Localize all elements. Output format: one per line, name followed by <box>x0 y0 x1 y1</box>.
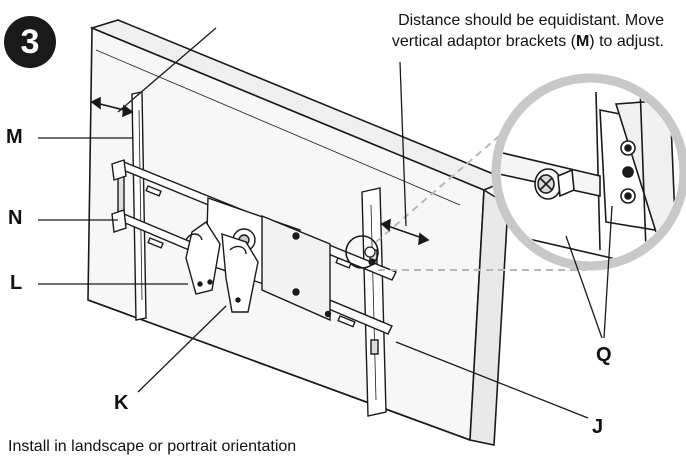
detail-callout-circle <box>345 235 379 269</box>
part-label-k: K <box>114 392 129 414</box>
orientation-note: Install in landscape or portrait orienta… <box>8 438 297 455</box>
distance-arrows <box>90 96 430 246</box>
note-line-1: Distance should be equidistant. Move <box>398 12 664 29</box>
part-label-n: N <box>8 207 23 229</box>
step-number: 3 <box>20 22 40 61</box>
part-label-j: J <box>592 416 604 438</box>
zoom-detail <box>491 73 686 271</box>
instruction-note: Distance should be equidistant. Move ver… <box>290 10 664 52</box>
bracket-bolts <box>364 246 376 266</box>
zoom-dashed-lines <box>375 117 586 271</box>
vertical-bracket-right <box>361 187 387 417</box>
leader-lines <box>38 27 613 419</box>
step-number-badge: 3 <box>4 16 56 68</box>
panel-inner-edge <box>95 49 461 206</box>
part-label-m: M <box>6 126 23 148</box>
note-line-2-start: vertical adaptor brackets ( <box>391 33 576 50</box>
note-part-ref: M <box>575 33 590 50</box>
mounting-arms <box>185 221 259 313</box>
vertical-bracket-left <box>131 91 147 321</box>
part-label-q: Q <box>596 344 612 366</box>
part-label-l: L <box>10 272 23 294</box>
note-line-2-end: ) to adjust. <box>589 33 664 50</box>
